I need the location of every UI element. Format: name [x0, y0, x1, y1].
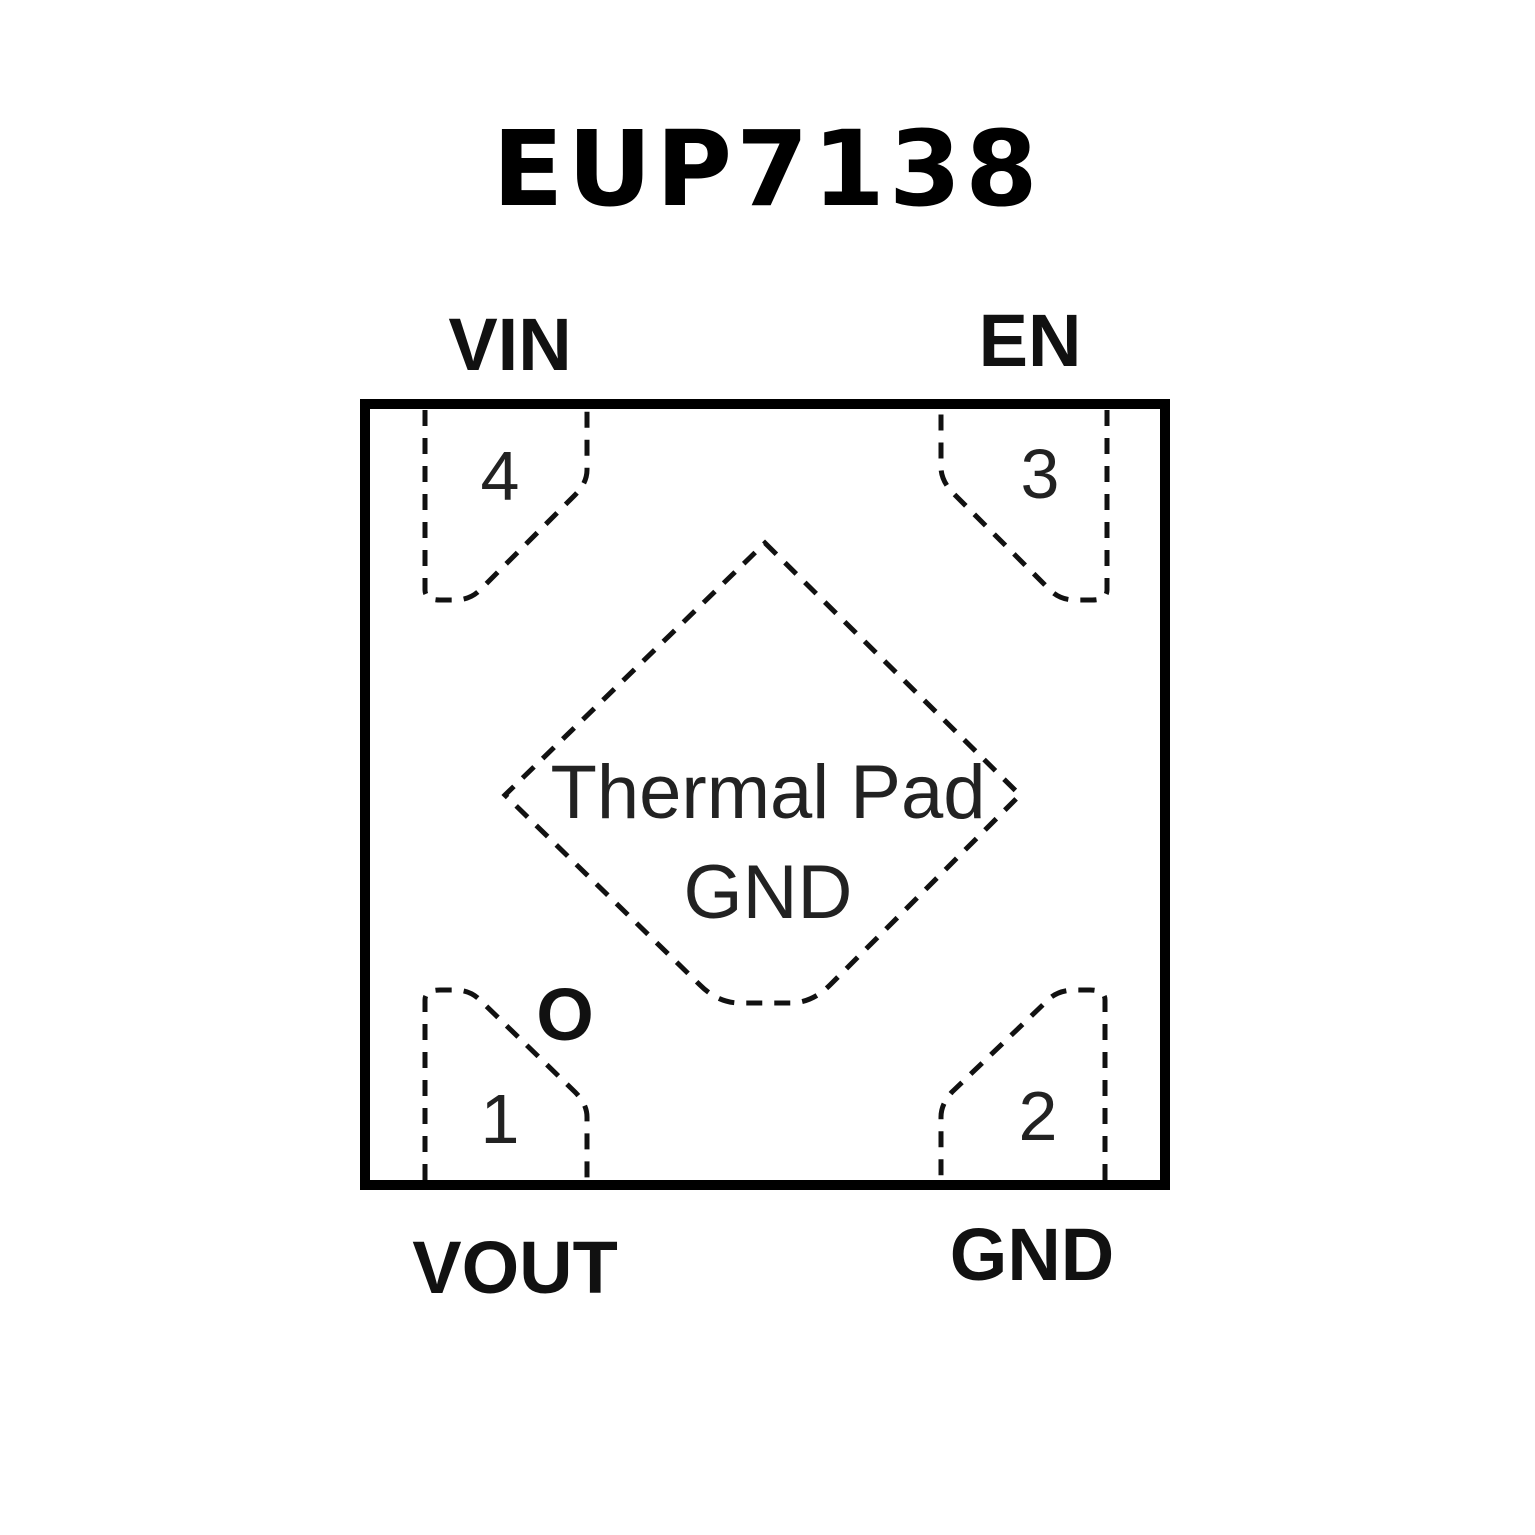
chip-title: EUP7138: [492, 108, 1041, 230]
thermal-pad-outline: [501, 539, 1024, 1006]
pin-4-label: VIN: [448, 303, 571, 386]
pad-2: [938, 987, 1108, 1180]
pin-1-number: 1: [481, 1080, 520, 1158]
package-outline: [360, 399, 1170, 1190]
pin-2-label: GND: [950, 1213, 1114, 1296]
pin-3-label: EN: [979, 299, 1082, 382]
pad-4: [422, 410, 590, 603]
pin-1-marker: O: [536, 973, 594, 1056]
pin-1-label: VOUT: [412, 1226, 618, 1309]
thermal-pad-net: GND: [684, 850, 853, 935]
thermal-pad-label: Thermal Pad: [550, 750, 985, 835]
pin-3-number: 3: [1021, 435, 1060, 513]
pin-2-number: 2: [1019, 1077, 1058, 1155]
pad-3: [938, 410, 1110, 603]
pad-1: [422, 987, 590, 1180]
pin-4-number: 4: [481, 437, 520, 515]
